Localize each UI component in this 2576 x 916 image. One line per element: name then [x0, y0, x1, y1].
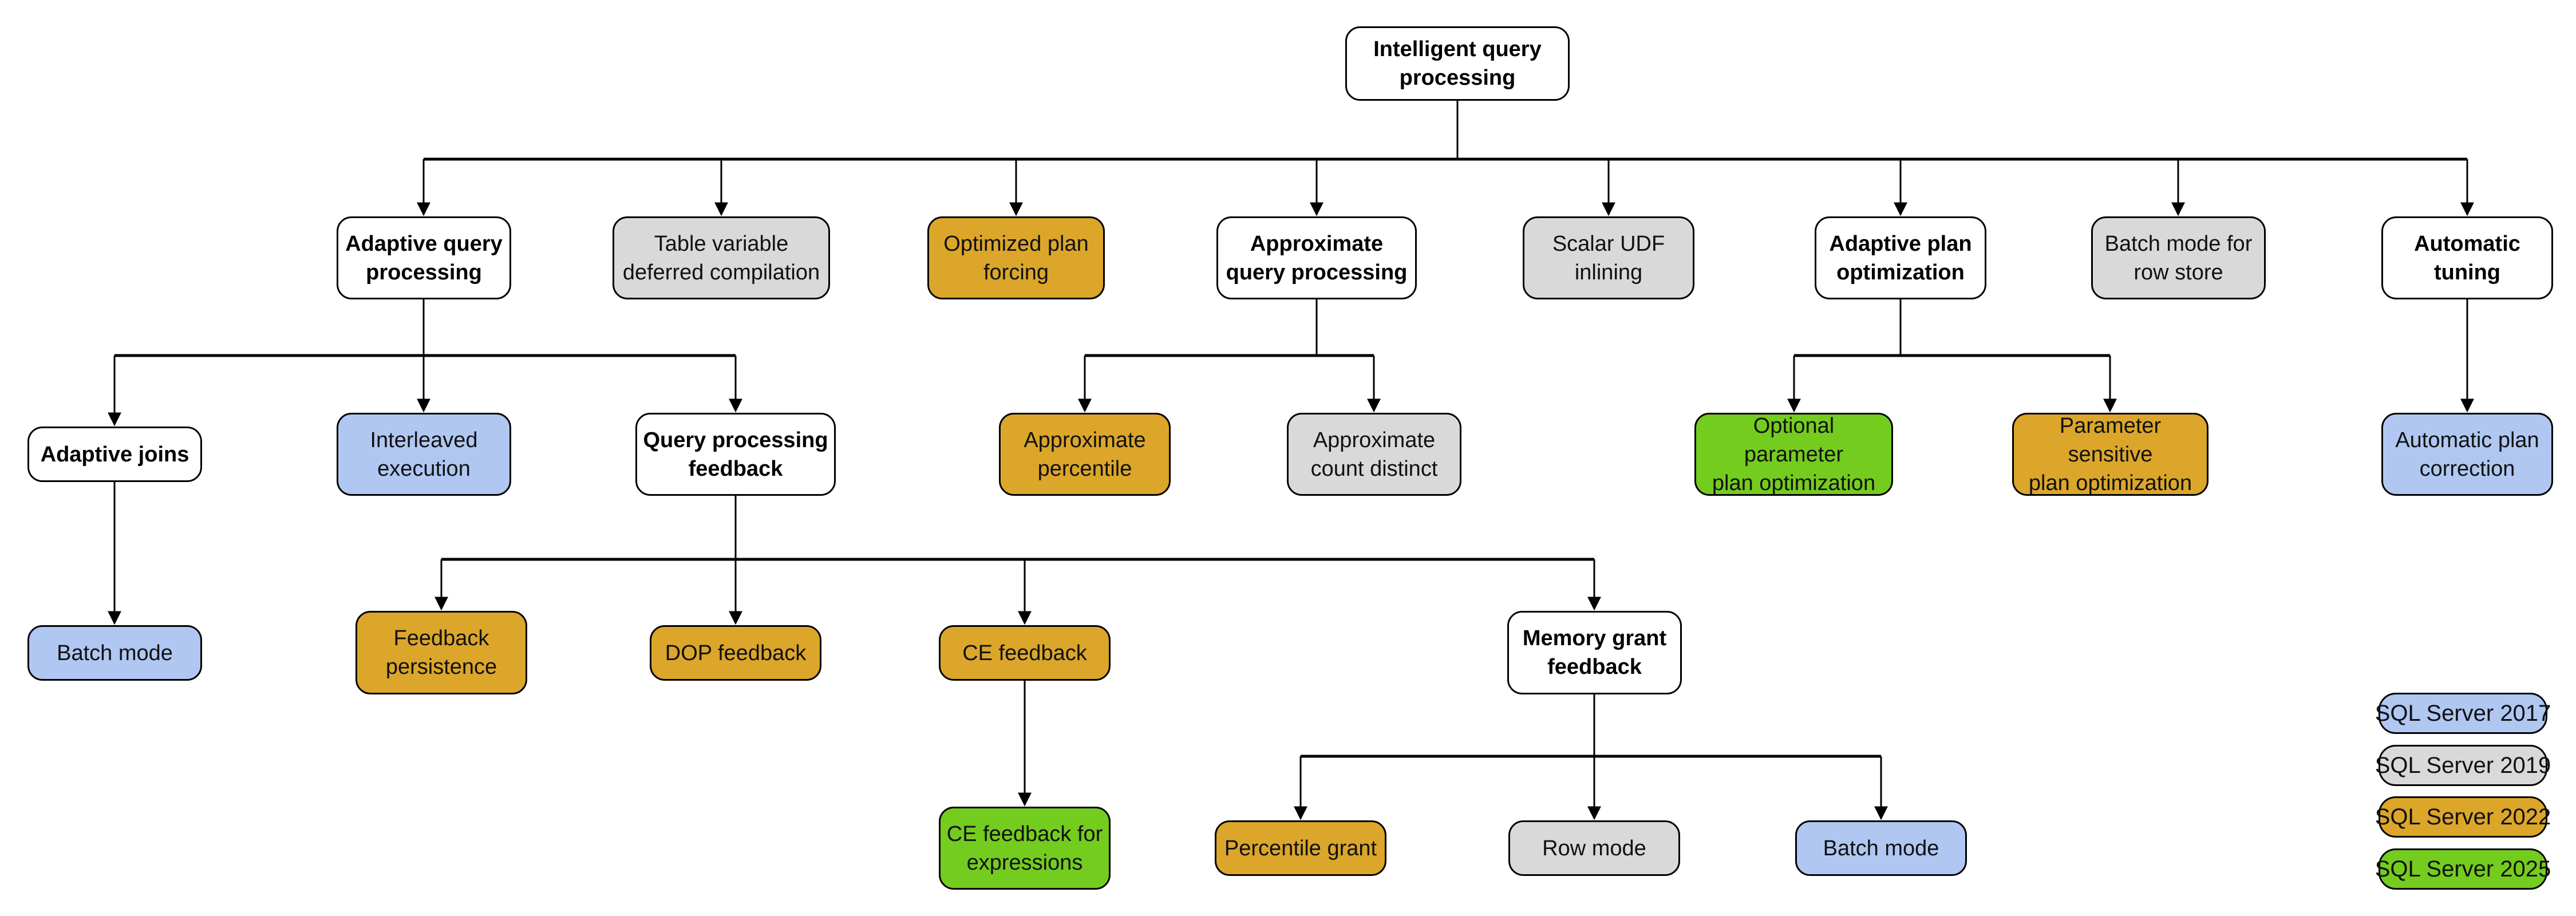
node-interleaved-execution: Interleaved execution: [337, 413, 511, 496]
legend-sql-server-2025: SQL Server 2025: [2375, 848, 2551, 890]
node-approximate-percentile: Approximate percentile: [999, 413, 1171, 496]
node-adaptive-query-processing: Adaptive query processing: [337, 216, 511, 299]
node-batch-mode-for-row-store: Batch mode for row store: [2091, 216, 2266, 299]
arrow-lines: [108, 159, 2474, 820]
node-intelligent-query-processing: Intelligent query processing: [1345, 26, 1570, 101]
node-batch-mode-adaptive-joins: Batch mode: [27, 625, 202, 681]
node-approximate-query-processing: Approximate query processing: [1216, 216, 1417, 299]
node-dop-feedback: DOP feedback: [650, 625, 821, 681]
node-approximate-count-distinct: Approximate count distinct: [1287, 413, 1461, 496]
node-feedback-persistence: Feedback persistence: [355, 611, 527, 694]
node-ce-feedback-for-expressions: CE feedback for expressions: [939, 807, 1111, 890]
bus-lines: [114, 157, 2467, 758]
node-memory-grant-feedback: Memory grant feedback: [1507, 611, 1682, 694]
node-optional-parameter-plan-optimization: Optional parameter plan optimization: [1694, 413, 1893, 496]
node-automatic-tuning: Automatic tuning: [2381, 216, 2553, 299]
node-automatic-plan-correction: Automatic plan correction: [2381, 413, 2553, 496]
stub-lines: [734, 101, 1902, 756]
node-table-variable-deferred-compilation: Table variable deferred compilation: [613, 216, 830, 299]
node-batch-mode-memory-grant: Batch mode: [1795, 820, 1967, 876]
node-row-mode: Row mode: [1508, 820, 1680, 876]
legend-sql-server-2019: SQL Server 2019: [2375, 745, 2551, 786]
legend-sql-server-2017: SQL Server 2017: [2375, 693, 2551, 734]
node-parameter-sensitive-plan-optimization: Parameter sensitive plan optimization: [2012, 413, 2208, 496]
node-scalar-udf-inlining: Scalar UDF inlining: [1523, 216, 1694, 299]
node-query-processing-feedback: Query processing feedback: [635, 413, 836, 496]
node-optimized-plan-forcing: Optimized plan forcing: [927, 216, 1105, 299]
node-ce-feedback: CE feedback: [939, 625, 1111, 681]
node-adaptive-plan-optimization: Adaptive plan optimization: [1815, 216, 1986, 299]
node-adaptive-joins: Adaptive joins: [27, 427, 202, 482]
legend-sql-server-2022: SQL Server 2022: [2375, 796, 2551, 838]
node-percentile-grant: Percentile grant: [1215, 820, 1386, 876]
